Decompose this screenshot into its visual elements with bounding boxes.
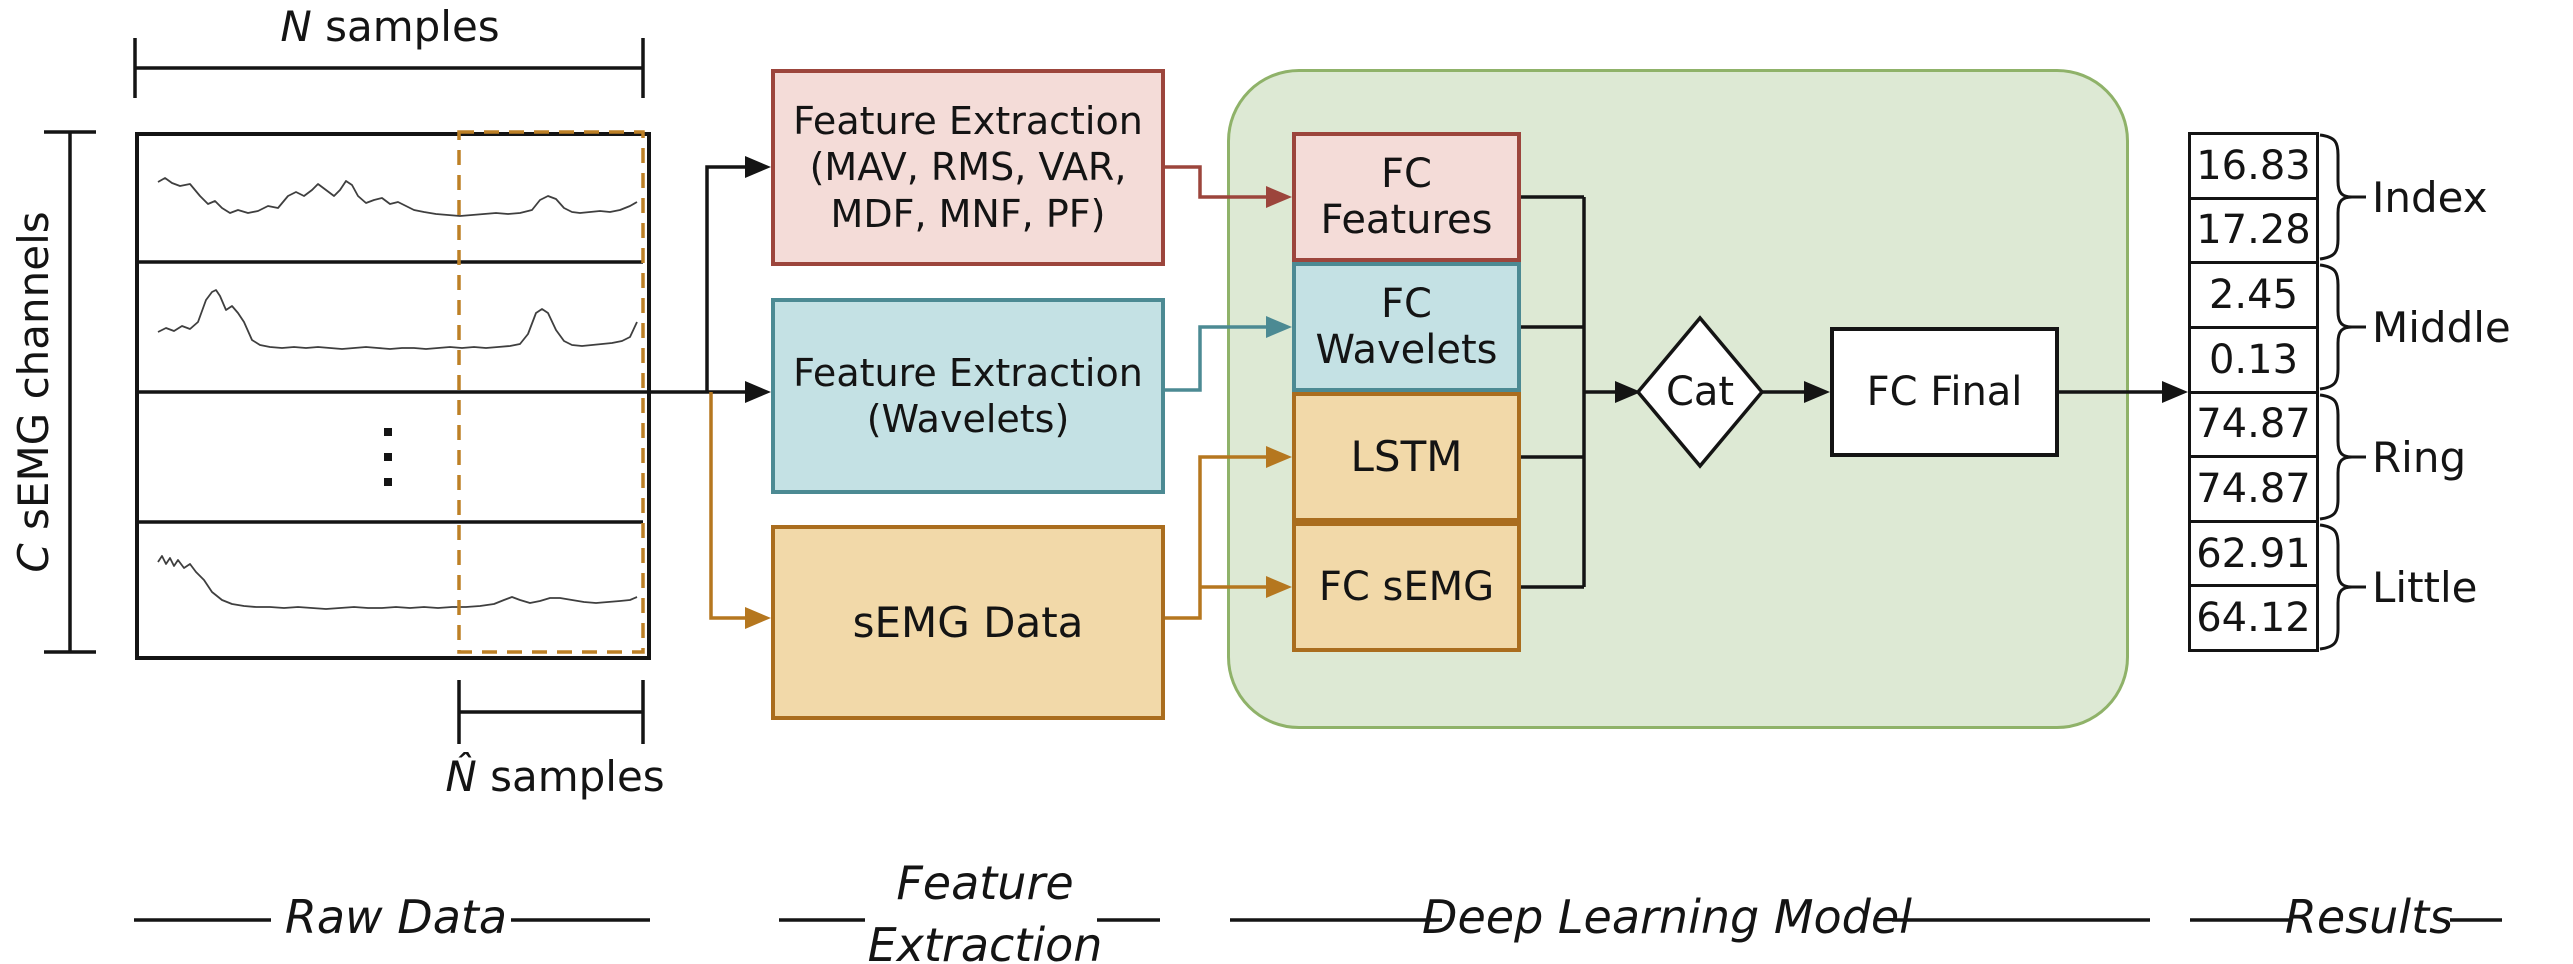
cat-text: Cat bbox=[1665, 369, 1735, 415]
section-label-feature-line2: Extraction bbox=[867, 918, 1103, 964]
features-out-connector bbox=[1165, 165, 1270, 199]
nhat-samples-bracket bbox=[457, 680, 645, 744]
fc-features-box: FC Features bbox=[1292, 132, 1521, 262]
table-row: 16.83 bbox=[2191, 135, 2316, 200]
semg-trace-channel-1 bbox=[157, 177, 638, 217]
arrowhead-into-fc-features bbox=[1266, 186, 1292, 208]
n-samples-bracket bbox=[133, 38, 645, 98]
fe-wavelets-line1: Feature Extraction bbox=[793, 350, 1143, 395]
fc-semg-box: FC sEMG bbox=[1292, 522, 1521, 652]
table-row: 2.45 bbox=[2191, 264, 2316, 329]
table-row: 74.87 bbox=[2191, 394, 2316, 459]
nhat-samples-word: samples bbox=[476, 752, 665, 801]
finger-label-index: Index bbox=[2372, 172, 2488, 222]
fc-outputs-bus bbox=[1521, 195, 1616, 589]
brace-ring bbox=[2319, 393, 2353, 521]
table-row: 74.87 bbox=[2191, 458, 2316, 523]
n-samples-label: N samples bbox=[200, 2, 580, 51]
fc-final-box: FC Final bbox=[1830, 327, 2059, 457]
junction-riser-black bbox=[705, 165, 748, 392]
arrowhead-into-fcfinal bbox=[1804, 381, 1830, 403]
fc-semg-label: FC sEMG bbox=[1318, 563, 1495, 610]
cat-diamond bbox=[1635, 315, 1765, 469]
lstm-box: LSTM bbox=[1292, 392, 1521, 522]
channel-row-dividers bbox=[135, 260, 643, 524]
results-table: 16.83 17.28 2.45 0.13 74.87 74.87 62.91 … bbox=[2188, 132, 2319, 652]
finger-label-little: Little bbox=[2372, 562, 2478, 612]
semg-data-box: sEMG Data bbox=[771, 525, 1165, 720]
wavelets-out-connector bbox=[1165, 325, 1270, 392]
brace-little bbox=[2319, 523, 2353, 651]
brace-stubs bbox=[2352, 195, 2366, 589]
finger-label-middle: Middle bbox=[2372, 302, 2511, 352]
raw-signal-box bbox=[135, 132, 651, 660]
fc-wavelets-line1: FC bbox=[1381, 281, 1432, 327]
feature-extraction-stats-box: Feature Extraction (MAV, RMS, VAR, MDF, … bbox=[771, 69, 1165, 266]
table-row: 64.12 bbox=[2196, 595, 2311, 642]
arrowhead-into-fc-semg bbox=[1266, 576, 1292, 598]
table-row: 17.28 bbox=[2191, 200, 2316, 265]
fc-final-label: FC Final bbox=[1866, 368, 2023, 415]
arrowhead-into-lstm bbox=[1266, 446, 1292, 468]
n-symbol: N bbox=[280, 2, 312, 51]
semg-data-label: sEMG Data bbox=[852, 597, 1084, 647]
nhat-symbol: N̂ bbox=[445, 752, 477, 801]
arrowhead-into-cat bbox=[1615, 381, 1641, 403]
table-row: 62.91 bbox=[2191, 523, 2316, 588]
fc-wavelets-line2: Wavelets bbox=[1315, 327, 1498, 373]
semg-trace-channel-2 bbox=[157, 289, 638, 350]
fc-features-line1: FC bbox=[1381, 151, 1432, 197]
feature-extraction-wavelets-box: Feature Extraction (Wavelets) bbox=[771, 298, 1165, 494]
fc-wavelets-box: FC Wavelets bbox=[1292, 262, 1521, 392]
c-channels-bracket bbox=[44, 130, 96, 654]
semg-trace-channel-4 bbox=[157, 555, 638, 610]
nhat-samples-label: N̂ samples bbox=[370, 752, 740, 801]
arrowhead-into-features bbox=[745, 156, 771, 178]
channel-ellipsis-dots bbox=[384, 428, 392, 486]
table-row: 0.13 bbox=[2191, 329, 2316, 394]
section-label-raw-data: Raw Data bbox=[284, 890, 508, 944]
finger-label-ring: Ring bbox=[2372, 432, 2467, 482]
junction-riser-orange bbox=[709, 392, 748, 620]
fc-features-line2: Features bbox=[1320, 197, 1493, 243]
section-label-deep-learning-model: Deep Learning Model bbox=[1422, 890, 1912, 944]
fe-stats-line2: (MAV, RMS, VAR, bbox=[809, 145, 1127, 190]
lstm-label: LSTM bbox=[1350, 432, 1463, 482]
brace-index bbox=[2319, 133, 2353, 261]
group-braces bbox=[2319, 133, 2366, 651]
brace-middle bbox=[2319, 263, 2353, 391]
arrowhead-into-wavelets bbox=[745, 381, 771, 403]
semg-out-connector bbox=[1165, 455, 1270, 620]
cat-concat-label: Cat bbox=[1638, 318, 1762, 466]
fe-wavelets-line2: (Wavelets) bbox=[866, 397, 1070, 441]
n-samples-word: samples bbox=[311, 2, 500, 51]
section-label-feature-line1: Feature bbox=[896, 856, 1074, 910]
fe-stats-line1: Feature Extraction bbox=[793, 98, 1143, 143]
section-label-results: Results bbox=[2284, 890, 2454, 944]
arrowhead-into-semg-data bbox=[745, 607, 771, 629]
arrowhead-into-results bbox=[2162, 381, 2188, 403]
arrowhead-into-fc-wavelets bbox=[1266, 316, 1292, 338]
fe-stats-line3: MDF, MNF, PF) bbox=[830, 191, 1106, 236]
